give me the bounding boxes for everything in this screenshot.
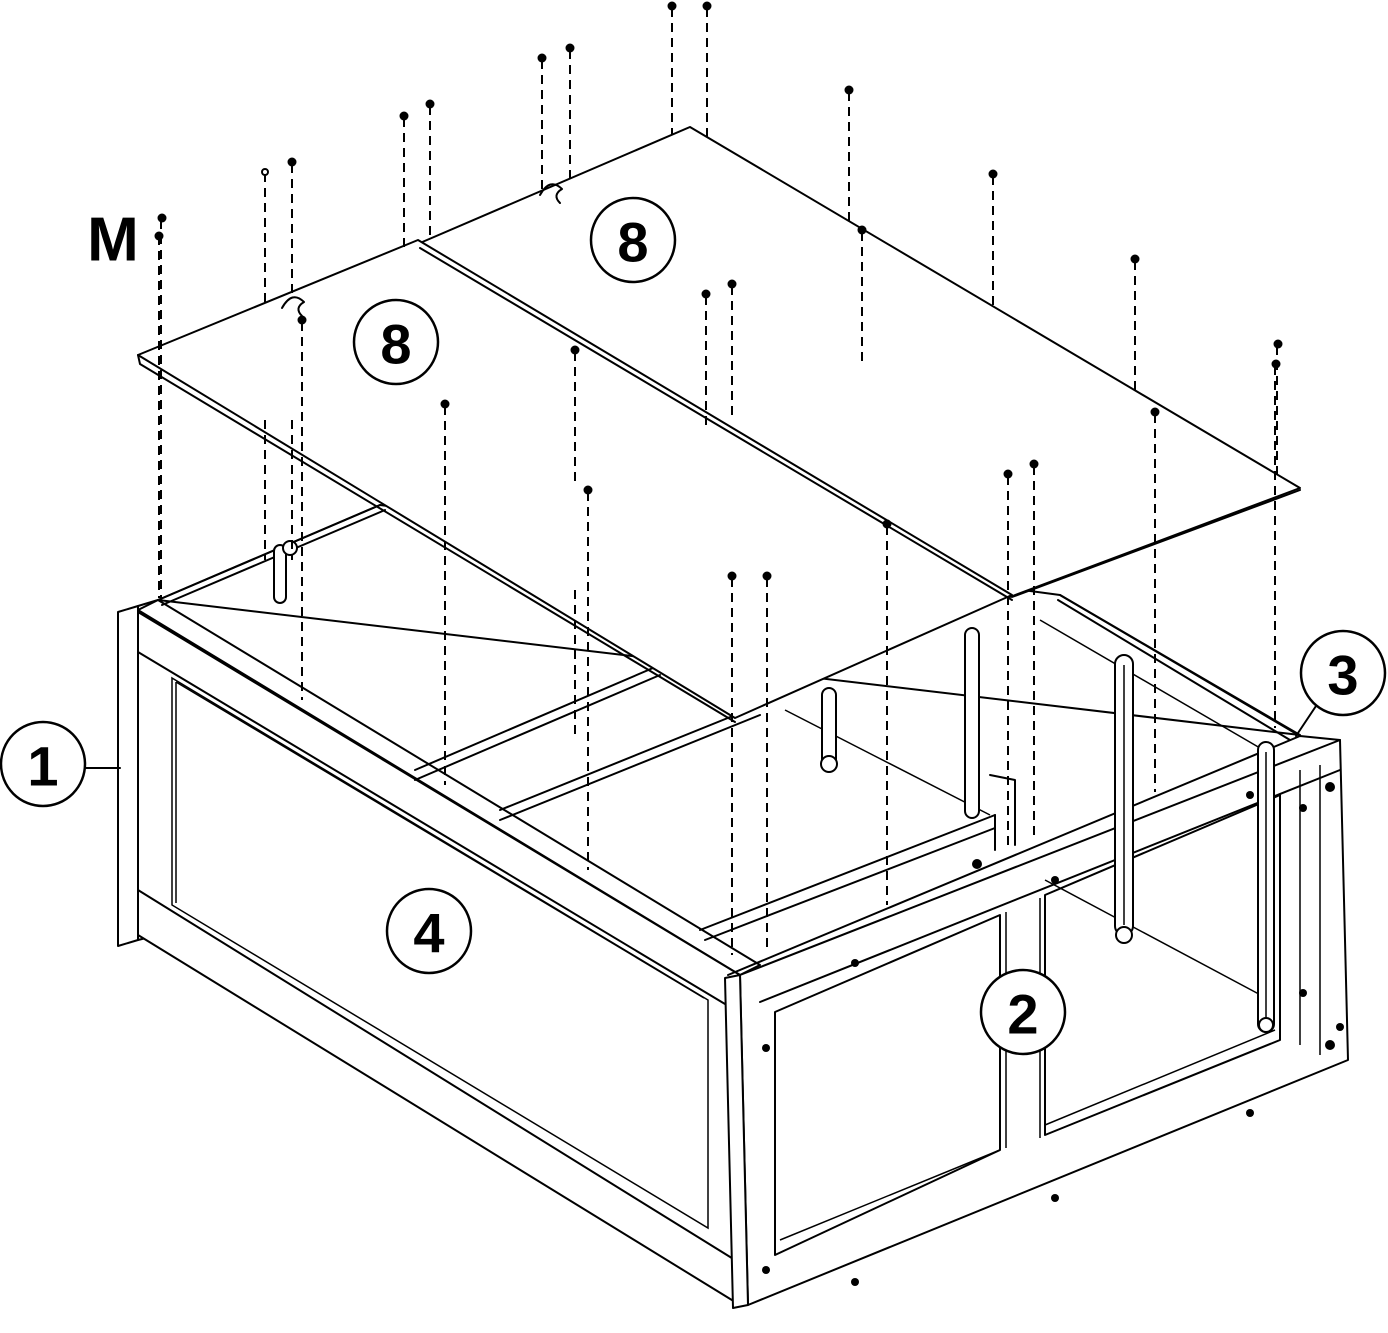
right-end-frame-edge	[724, 974, 749, 1309]
panel-notch-front	[281, 296, 305, 317]
left-end-panel	[117, 605, 139, 947]
callout-part-8-back: 8	[589, 196, 677, 284]
callout-part-3: 3	[1299, 629, 1387, 717]
callout-part-1: 1	[0, 720, 87, 808]
label-m-text: M	[87, 206, 139, 275]
callout-part-8-back-text: 8	[617, 211, 648, 274]
callout-part-8-front-text: 8	[380, 313, 411, 376]
callout-part-8-front: 8	[352, 298, 440, 386]
bracket-back-left	[273, 544, 287, 604]
callout-part-4-text: 4	[413, 902, 444, 965]
slide-hardware	[273, 540, 1275, 1033]
callout-part-3-text: 3	[1327, 644, 1358, 707]
callout-part-2-text: 2	[1007, 983, 1038, 1046]
right-frame-opening-right	[1044, 794, 1281, 1136]
slide-mid	[964, 627, 980, 819]
callout-part-4: 4	[385, 887, 473, 975]
callout-part-2: 2	[979, 968, 1067, 1056]
label-m: M	[87, 206, 139, 275]
panel-notch-back	[539, 183, 563, 204]
screw-heads	[154, 1, 1283, 581]
cabinet-frame	[117, 504, 1349, 1309]
screw-lines	[158, 8, 1278, 955]
callout-part-1-text: 1	[27, 735, 58, 798]
